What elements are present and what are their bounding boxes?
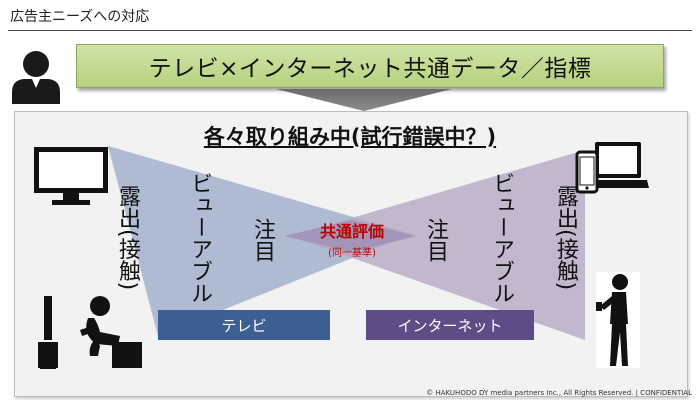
tv-exposure-label: 露出(接触) (115, 185, 140, 291)
copyright-notice: © HAKUHODO DY media partners Inc., All R… (426, 389, 692, 397)
internet-viewable-label: ビューアブル (489, 172, 514, 304)
common-metrics-banner: テレビ×インターネット共通データ／指標 (76, 44, 664, 88)
title-divider (8, 30, 692, 31)
seated-viewer-icon (38, 296, 142, 369)
tv-viewable-label: ビューアブル (187, 172, 212, 304)
same-standard-text: (同一基準) (328, 248, 376, 259)
internet-exposure-label: 露出(接触) (553, 185, 578, 291)
common-evaluation-text: 共通評価 (319, 222, 384, 241)
down-arrow-icon (276, 89, 452, 111)
tv-attention-label: 注目 (250, 218, 275, 262)
tv-monitor-icon (34, 147, 108, 205)
internet-funnel (290, 150, 585, 340)
internet-attention-label: 注目 (423, 218, 448, 262)
common-evaluation-label: 共通評価 (同一基準) (290, 218, 414, 259)
common-evaluation-diamond (284, 220, 416, 252)
tv-funnel (108, 146, 412, 336)
panel-heading: 各々取り組み中(試行錯誤中？) (203, 125, 497, 149)
standing-phone-user-icon (596, 272, 640, 368)
tv-bar: テレビ (158, 310, 330, 340)
person-bust-icon (12, 51, 60, 104)
internet-bar: インターネット (366, 310, 534, 340)
page-title: 広告主ニーズへの対応 (10, 9, 150, 25)
phone-laptop-icon (575, 142, 649, 194)
